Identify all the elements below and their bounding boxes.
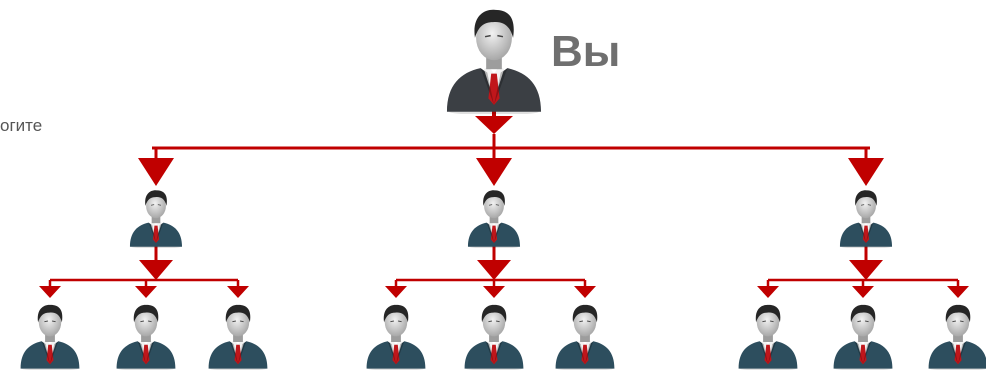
level1-sub-arrow-down-icon-3: [849, 260, 883, 280]
level1-person-icon-3: [839, 189, 893, 248]
level2-arrow-down-icon-2-3: [574, 286, 596, 298]
level1-sub-arrow-down-icon-2: [477, 260, 511, 280]
root-person-icon: [446, 8, 542, 114]
level2-person-icon-3-2: [833, 304, 893, 370]
root-arrow-down-icon: [475, 116, 513, 134]
level2-person-icon-1-1: [20, 304, 80, 370]
level2-person-icon-3-3: [928, 304, 986, 370]
level2-person-icon-2-1: [366, 304, 426, 370]
level2-arrow-down-icon-1-2: [135, 286, 157, 298]
level2-arrow-down-icon-1-1: [39, 286, 61, 298]
root-label: Вы: [551, 27, 621, 76]
level2-arrow-down-icon-3-3: [947, 286, 969, 298]
person-nodes: [20, 8, 986, 370]
level2-person-icon-2-3: [555, 304, 615, 370]
level2-arrow-down-icon-2-2: [483, 286, 505, 298]
level2-arrow-down-icon-2-1: [385, 286, 407, 298]
level2-arrow-down-icon-3-2: [852, 286, 874, 298]
partial-side-text: огите: [0, 116, 43, 135]
level2-arrow-down-icon-1-3: [227, 286, 249, 298]
level1-person-icon-2: [467, 189, 521, 248]
level1-arrow-down-icon-1: [138, 158, 174, 186]
level2-person-icon-1-2: [116, 304, 176, 370]
level1-arrow-down-icon-2: [476, 158, 512, 186]
level1-sub-arrow-down-icon-1: [139, 260, 173, 280]
level2-person-icon-3-1: [738, 304, 798, 370]
level2-person-icon-2-2: [464, 304, 524, 370]
level2-person-icon-1-3: [208, 304, 268, 370]
level1-person-icon-1: [129, 189, 183, 248]
level2-arrow-down-icon-3-1: [757, 286, 779, 298]
level1-arrow-down-icon-3: [848, 158, 884, 186]
